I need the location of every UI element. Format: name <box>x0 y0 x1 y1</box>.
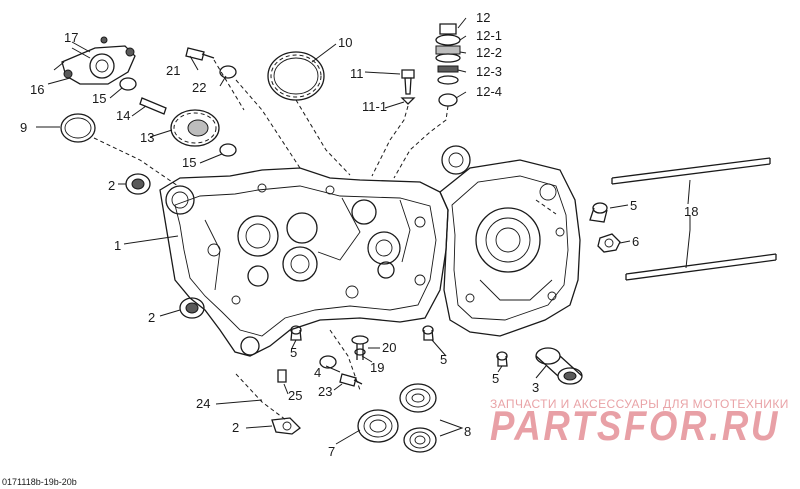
label-5-right: 5 <box>630 198 637 213</box>
label-5-lower-left: 5 <box>290 345 297 360</box>
label-15-upper: 15 <box>92 91 106 106</box>
label-10: 10 <box>338 35 352 50</box>
label-11-1: 11-1 <box>362 99 387 114</box>
label-15-lower: 15 <box>182 155 196 170</box>
washer-20 <box>354 348 366 356</box>
label-23: 23 <box>318 384 332 399</box>
washer-11-1 <box>400 97 416 105</box>
dowel-5-lower-middle <box>422 325 434 341</box>
label-7: 7 <box>328 444 335 459</box>
label-17: 17 <box>64 30 78 45</box>
bolt-21 <box>185 47 215 61</box>
label-5-lower-right: 5 <box>492 371 499 386</box>
screw-19 <box>351 335 369 360</box>
washer-15-lower <box>219 143 237 157</box>
label-12-4: 12-4 <box>476 84 502 99</box>
label-8: 8 <box>464 424 471 439</box>
label-2-lower: 2 <box>232 420 239 435</box>
stud-18-lower <box>625 253 777 281</box>
assembly-guide-lines <box>93 59 557 421</box>
o-ring-9 <box>60 113 96 143</box>
drawing-code: 0171118b-19b-20b <box>2 477 77 487</box>
label-4: 4 <box>314 365 321 380</box>
label-25: 25 <box>288 388 302 403</box>
callout-labels: 17 16 15 14 13 9 15 21 22 10 11 11-1 12 … <box>20 10 698 459</box>
label-22: 22 <box>192 80 206 95</box>
pump-cover-16 <box>61 36 136 85</box>
label-12-3: 12-3 <box>476 64 502 79</box>
oil-seal-2-upper <box>125 173 151 195</box>
crankcase-right-half <box>439 145 581 337</box>
label-2-upper: 2 <box>108 178 115 193</box>
label-20: 20 <box>382 340 396 355</box>
fitting-2-lower <box>271 417 301 435</box>
dowel-5-right <box>589 202 608 223</box>
plug-11 <box>401 69 415 95</box>
label-3: 3 <box>532 380 539 395</box>
dowel-5-lower-right <box>496 351 508 367</box>
gear-13 <box>170 109 220 147</box>
label-1: 1 <box>114 238 121 253</box>
crankcase-left-half <box>159 167 449 357</box>
washer-15-upper <box>119 77 137 91</box>
bearing-8-lower <box>403 427 437 453</box>
stud-18-upper <box>611 157 771 185</box>
label-11: 11 <box>350 66 364 81</box>
label-5-lower-middle: 5 <box>440 352 447 367</box>
sleeve-3 <box>535 347 583 385</box>
label-21: 21 <box>166 63 180 78</box>
label-2-middle: 2 <box>148 310 155 325</box>
shaft-14 <box>139 97 167 115</box>
label-9: 9 <box>20 120 27 135</box>
label-24: 24 <box>196 396 210 411</box>
watermark-tagline: ЗАПЧАСТИ И АКСЕССУАРЫ ДЛЯ МОТОТЕХНИКИ <box>490 397 789 411</box>
label-6: 6 <box>632 234 639 249</box>
label-18: 18 <box>684 204 698 219</box>
bearing-7 <box>357 409 399 443</box>
leader-lines <box>36 17 691 445</box>
bearing-8-upper <box>399 383 437 413</box>
sensor-23 <box>339 373 363 387</box>
label-14: 14 <box>116 108 130 123</box>
label-12: 12 <box>476 10 490 25</box>
label-13: 13 <box>140 130 154 145</box>
label-12-2: 12-2 <box>476 45 502 60</box>
watermark-logo: PARTSFOR.RU <box>490 402 780 449</box>
nut-6 <box>597 233 621 253</box>
fitting-25 <box>277 369 287 383</box>
plug-stack-12 <box>435 23 461 107</box>
label-19: 19 <box>370 360 384 375</box>
label-16: 16 <box>30 82 44 97</box>
label-12-1: 12-1 <box>476 28 502 43</box>
watermark: ЗАПЧАСТИ И АКСЕССУАРЫ ДЛЯ МОТОТЕХНИКИ PA… <box>490 397 789 449</box>
oil-seal-2-middle <box>179 297 205 319</box>
washer-22 <box>219 65 237 79</box>
washer-4 <box>319 355 337 369</box>
